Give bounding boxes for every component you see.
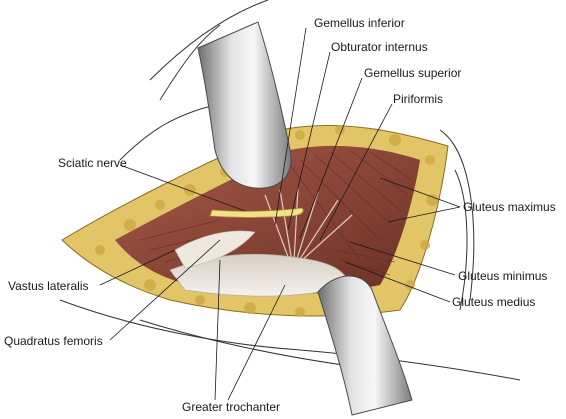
label-gluteus-minimus: Gluteus minimus bbox=[458, 269, 547, 283]
label-greater-trochanter: Greater trochanter bbox=[182, 400, 280, 414]
label-quadratus-femoris: Quadratus femoris bbox=[4, 334, 103, 348]
incision-wound bbox=[61, 124, 449, 317]
sciatic-nerve-shape bbox=[209, 207, 304, 218]
label-sciatic-nerve: Sciatic nerve bbox=[58, 156, 127, 170]
label-vastus-lateralis: Vastus lateralis bbox=[8, 279, 88, 293]
label-obturator-internus: Obturator internus bbox=[331, 40, 428, 54]
label-gemellus-superior: Gemellus superior bbox=[364, 66, 461, 80]
label-gluteus-maximus: Gluteus maximus bbox=[463, 200, 556, 214]
lower-retractor bbox=[317, 275, 413, 416]
upper-retractor bbox=[197, 21, 292, 189]
label-piriformis: Piriformis bbox=[393, 92, 443, 106]
label-gemellus-inferior: Gemellus inferior bbox=[314, 16, 405, 30]
label-gluteus-medius: Gluteus medius bbox=[452, 295, 535, 309]
leader-lines bbox=[99, 27, 461, 401]
skin-contours bbox=[59, 0, 521, 381]
